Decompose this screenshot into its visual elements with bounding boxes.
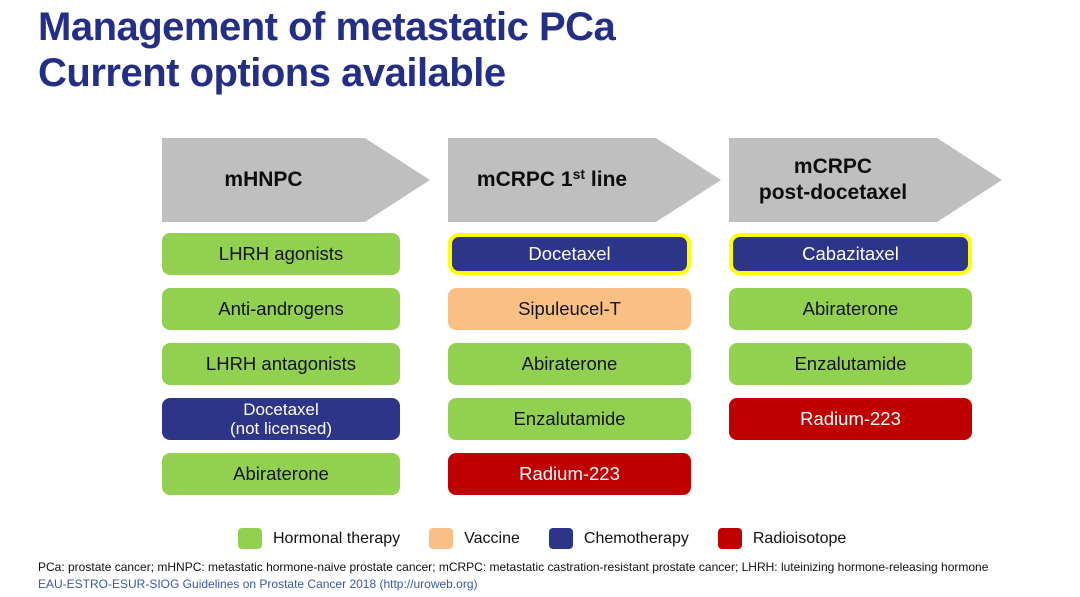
page-title: Management of metastatic PCa Current opt… xyxy=(38,4,616,96)
footer-abbreviations: PCa: prostate cancer; mHNPC: metastatic … xyxy=(38,560,989,574)
arrow-header-mcrpc-post-docetaxel: mCRPC post-docetaxel xyxy=(729,138,1002,222)
treatment-label: Docetaxel xyxy=(528,243,611,264)
legend-item-chemotherapy: Chemotherapy xyxy=(548,528,689,549)
treatment-box-cabazitaxel: Cabazitaxel xyxy=(729,233,972,275)
treatment-label: Enzalutamide xyxy=(794,353,907,374)
treatment-box-lhrh-antagonists: LHRH antagonists xyxy=(162,343,400,385)
column-mhnpc: mHNPC LHRH agonists Anti-androgens LHRH … xyxy=(162,138,400,508)
treatment-label: Cabazitaxel xyxy=(802,243,899,264)
page-title-line-1: Management of metastatic PCa xyxy=(38,5,616,49)
vaccine-swatch-icon xyxy=(429,528,454,549)
treatment-label: Sipuleucel-T xyxy=(518,298,621,319)
arrow-header-label-line-2: post-docetaxel xyxy=(758,181,908,204)
treatment-box-anti-androgens: Anti-androgens xyxy=(162,288,400,330)
legend-item-radioisotope: Radioisotope xyxy=(717,528,847,549)
treatment-box-abiraterone-first-line: Abiraterone xyxy=(448,343,691,385)
arrow-header-mhnpc: mHNPC xyxy=(162,138,430,222)
treatment-label: Abiraterone xyxy=(233,463,329,484)
page-title-line-2: Current options available xyxy=(38,51,506,95)
treatment-label: Abiraterone xyxy=(521,353,618,374)
legend-item-hormonal-therapy: Hormonal therapy xyxy=(238,528,400,549)
treatment-box-radium-223-post-docetaxel: Radium-223 xyxy=(729,398,972,440)
arrow-header-superscript: st xyxy=(572,165,586,182)
legend-item-vaccine: Vaccine xyxy=(429,528,520,549)
treatment-box-docetaxel-not-licensed: Docetaxel (not licensed) xyxy=(162,398,400,440)
treatment-box-radium-223-first-line: Radium-223 xyxy=(448,453,691,495)
column-mcrpc-post-docetaxel: mCRPC post-docetaxel Cabazitaxel Abirate… xyxy=(729,138,972,453)
treatment-box-lhrh-agonists: LHRH agonists xyxy=(162,233,400,275)
legend-label: Radioisotope xyxy=(752,529,847,547)
treatment-label: Radium-223 xyxy=(519,463,620,484)
arrow-header-text: mCRPC 1 xyxy=(476,167,573,191)
treatment-label: Anti-androgens xyxy=(218,298,344,319)
chemotherapy-swatch-icon xyxy=(548,528,573,549)
treatment-box-enzalutamide-first-line: Enzalutamide xyxy=(448,398,691,440)
treatment-box-docetaxel: Docetaxel xyxy=(448,233,691,275)
legend-label: Vaccine xyxy=(464,529,520,547)
arrow-header-label-line-1: mCRPC xyxy=(793,155,873,178)
legend-label: Hormonal therapy xyxy=(273,529,401,547)
treatment-label: LHRH agonists xyxy=(218,243,344,264)
treatment-label: Docetaxel xyxy=(243,400,319,419)
arrow-header-mcrpc-first-line: mCRPC 1st line xyxy=(448,138,721,222)
treatment-sublabel: (not licensed) xyxy=(229,419,333,438)
legend-label: Chemotherapy xyxy=(583,529,689,547)
legend: Hormonal therapy Vaccine Chemotherapy Ra… xyxy=(238,528,875,549)
treatment-box-abiraterone-mhnpc: Abiraterone xyxy=(162,453,400,495)
treatment-label: LHRH antagonists xyxy=(205,353,357,374)
footer-reference: EAU-ESTRO-ESUR-SIOG Guidelines on Prosta… xyxy=(38,577,478,591)
radioisotope-swatch-icon xyxy=(717,528,742,549)
hormonal-therapy-swatch-icon xyxy=(238,528,262,549)
arrow-header-label: mHNPC xyxy=(224,168,303,191)
column-mcrpc-first-line: mCRPC 1st line Docetaxel Sipuleucel-T Ab… xyxy=(448,138,691,508)
treatment-box-abiraterone-post-docetaxel: Abiraterone xyxy=(729,288,972,330)
arrow-header-label: mCRPC 1st line xyxy=(477,167,627,194)
treatment-box-sipuleucel-t: Sipuleucel-T xyxy=(448,288,691,330)
treatment-label: Abiraterone xyxy=(802,298,899,319)
treatment-box-enzalutamide-post-docetaxel: Enzalutamide xyxy=(729,343,972,385)
treatment-label: Enzalutamide xyxy=(513,408,626,429)
treatment-label: Radium-223 xyxy=(800,408,901,429)
arrow-header-text: line xyxy=(585,167,628,191)
